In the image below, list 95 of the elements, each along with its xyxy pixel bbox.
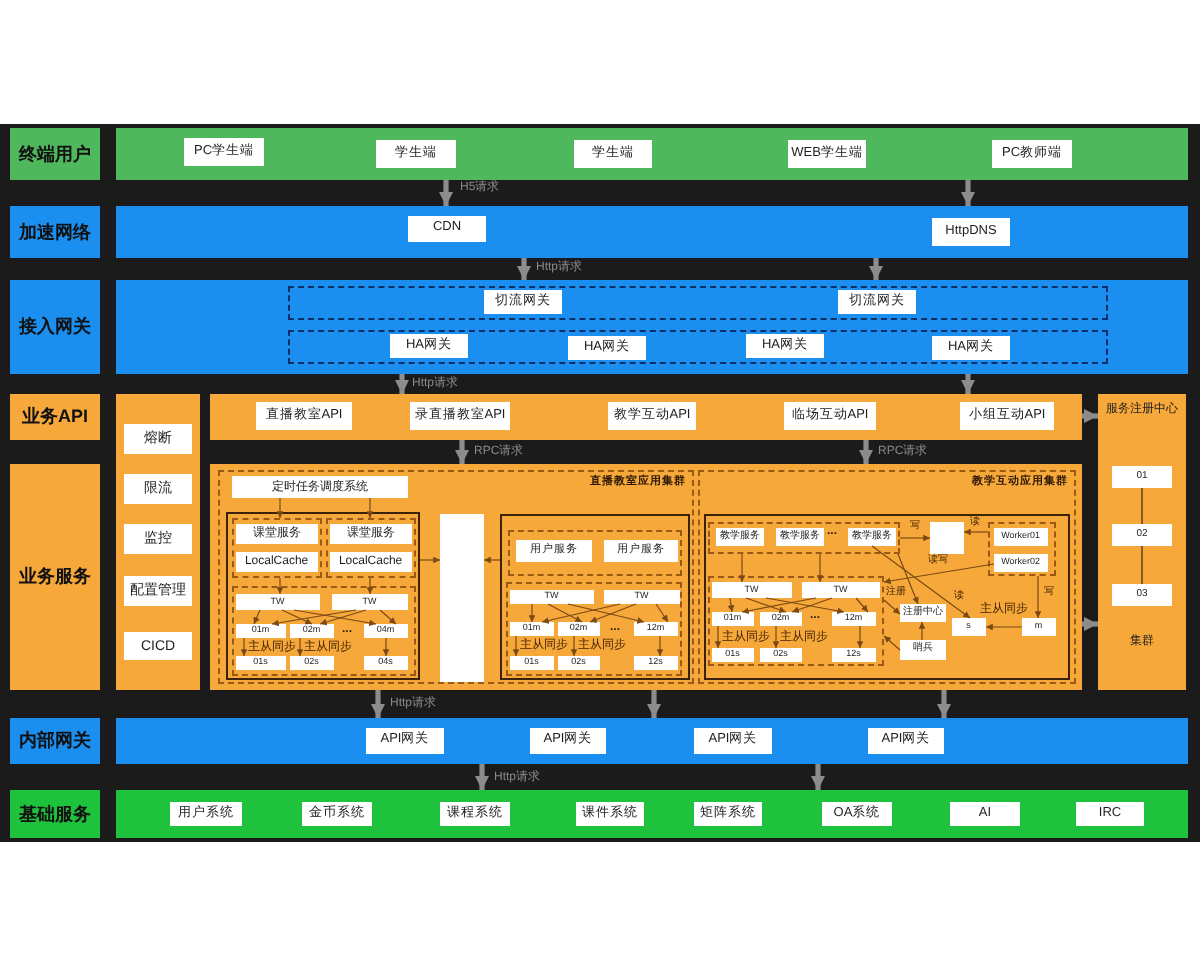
arrow	[745, 597, 787, 613]
arrow	[1082, 617, 1098, 631]
arrow	[382, 637, 390, 657]
layer-label: 业务API	[10, 394, 100, 440]
arrow	[855, 597, 869, 613]
arrow	[869, 258, 883, 280]
connector-line	[1141, 545, 1143, 585]
layer-label: 业务服务	[10, 464, 100, 690]
arrow	[366, 577, 374, 595]
arrow	[961, 180, 975, 206]
arrow	[547, 603, 583, 623]
arrow	[567, 603, 645, 624]
connector-line	[1141, 487, 1143, 525]
layer-band	[116, 206, 1188, 258]
arrow	[899, 534, 931, 542]
layer-band	[116, 394, 200, 690]
dashed-group	[325, 517, 416, 578]
arrow	[883, 635, 901, 651]
arrow	[985, 623, 1023, 631]
arrow	[1082, 409, 1098, 423]
arrow	[647, 690, 661, 718]
dashed-group	[288, 330, 1108, 364]
layer-label: 加速网络	[10, 206, 100, 258]
arrow	[371, 690, 385, 718]
arrow	[512, 635, 520, 657]
registry-panel	[1098, 394, 1186, 690]
arrow	[918, 621, 926, 641]
group-frame	[226, 512, 420, 680]
arrow	[963, 528, 989, 536]
arrow	[483, 556, 501, 564]
layer-label: 基础服务	[10, 790, 100, 838]
arrow	[883, 563, 995, 585]
layer-band	[116, 790, 1188, 838]
dashed-group	[707, 575, 884, 666]
arrow	[319, 609, 367, 626]
arrow	[475, 764, 489, 790]
arrow	[528, 603, 536, 623]
layer-label: 接入网关	[10, 280, 100, 374]
layer-band	[116, 718, 1188, 764]
arrow	[765, 597, 845, 615]
arrow	[656, 635, 664, 657]
arrow	[655, 603, 669, 623]
dashed-group	[505, 581, 682, 676]
arrow	[859, 440, 873, 464]
arrow	[276, 577, 284, 595]
arrow	[541, 603, 621, 624]
layer-band	[116, 280, 1188, 374]
arrow	[883, 599, 901, 615]
layer-band	[210, 394, 1082, 440]
arrow	[897, 553, 919, 605]
arrow	[871, 545, 971, 619]
arrow	[296, 637, 304, 657]
arrow	[517, 258, 531, 280]
arrow	[961, 374, 975, 394]
arrow	[366, 497, 374, 519]
arrow	[772, 625, 780, 649]
dashed-group	[707, 521, 900, 554]
arrow	[240, 637, 248, 657]
arrow	[395, 374, 409, 394]
dashed-group	[507, 529, 682, 576]
dashed-group	[987, 521, 1056, 576]
arrow	[455, 440, 469, 464]
arrow	[589, 603, 637, 623]
layer-band	[210, 464, 1082, 690]
arrow	[727, 597, 735, 613]
arrow	[1034, 575, 1042, 619]
arrow	[741, 597, 817, 615]
blank-box	[929, 521, 964, 554]
dashed-group	[231, 585, 416, 676]
arrow	[271, 609, 357, 627]
arrow	[276, 497, 284, 519]
arrow	[281, 609, 313, 625]
layer-label: 终端用户	[10, 128, 100, 180]
arrow	[379, 609, 397, 625]
arrow	[937, 690, 951, 718]
dashed-group	[288, 286, 1108, 320]
group-frame	[704, 514, 1070, 680]
arrow	[439, 180, 453, 206]
group-frame	[500, 514, 690, 680]
cluster-box	[698, 470, 1076, 684]
arrow	[791, 597, 833, 613]
arrow	[714, 625, 722, 649]
cluster-box	[218, 470, 694, 684]
arrow	[570, 635, 578, 657]
arrow	[816, 553, 824, 583]
arrow	[253, 609, 261, 625]
blank-box	[440, 514, 484, 682]
dashed-group	[231, 517, 322, 578]
arrow	[293, 609, 377, 627]
layer-label: 内部网关	[10, 718, 100, 764]
arrow	[856, 625, 864, 649]
arrow	[419, 556, 441, 564]
arrow	[738, 553, 746, 583]
layer-band	[116, 128, 1188, 180]
arrow	[811, 764, 825, 790]
